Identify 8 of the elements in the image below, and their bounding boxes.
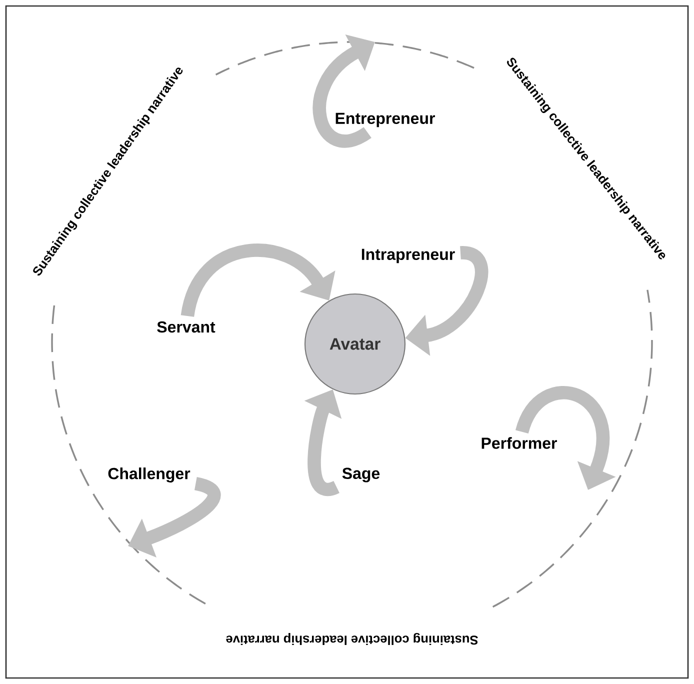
role-label: Entrepreneur (336, 112, 435, 128)
role-label: Challenger (108, 468, 190, 482)
curved-arrow (180, 244, 336, 318)
circular-caption: Sustaining collective leadership narrative (226, 633, 478, 645)
role-label: Performer (482, 437, 557, 449)
role-label: Intrapreneur (362, 248, 455, 264)
role-label: Sage (342, 468, 380, 482)
role-label: Servant (157, 321, 216, 333)
